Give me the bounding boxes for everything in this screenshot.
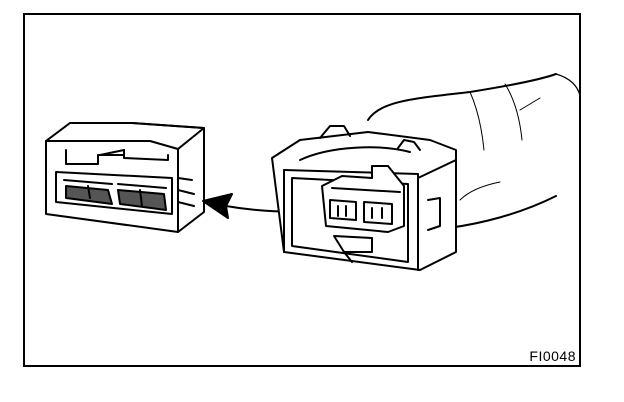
male-connector bbox=[271, 73, 581, 271]
figure-id-label: FI0048 bbox=[529, 348, 576, 364]
female-connector bbox=[45, 122, 205, 233]
